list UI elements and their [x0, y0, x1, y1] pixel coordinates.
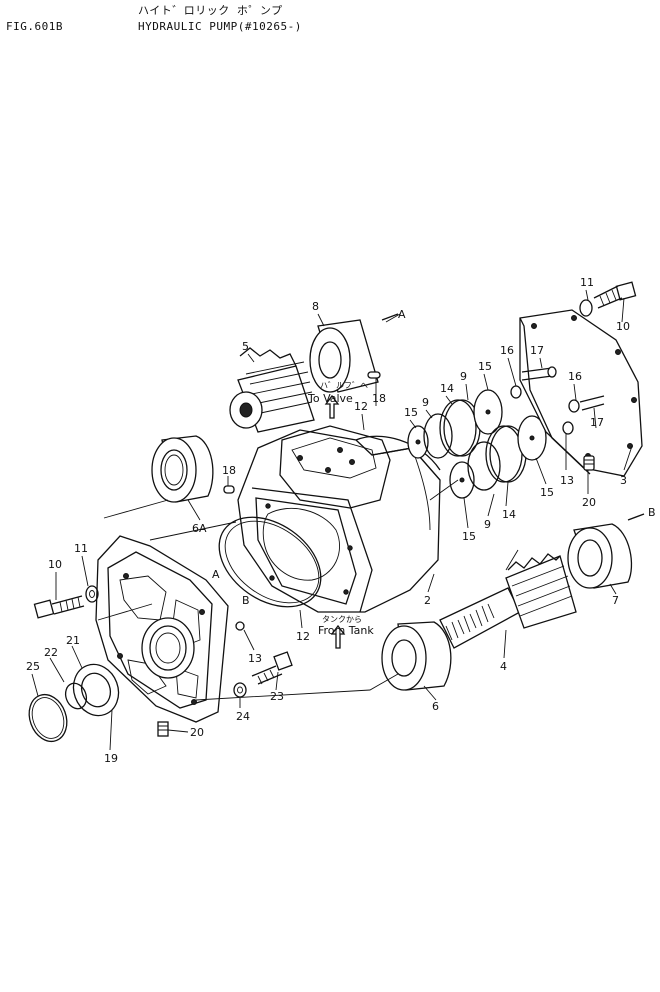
retaining-ring: [28, 693, 68, 743]
callout-6: 6: [432, 700, 439, 713]
from-tank-ja: タンクから: [322, 615, 362, 624]
callout-7: 7: [612, 594, 619, 607]
callout-10-right: 10: [616, 320, 630, 333]
callout-3: 3: [620, 474, 627, 487]
pin-18-left: [223, 485, 235, 494]
callout-6a: 6A: [192, 522, 207, 535]
view-arrow-a: A: [398, 308, 406, 321]
plug-right: [583, 455, 595, 471]
dowel-pin: [235, 621, 245, 631]
callout-11-left: 11: [74, 542, 88, 555]
from-tank-label: From Tank: [318, 624, 374, 637]
assembly-lines: [97, 313, 519, 701]
callout-15-bottom: 15: [462, 530, 476, 543]
callout-20-left: 20: [190, 726, 204, 739]
callout-13-right: 13: [560, 474, 574, 487]
callout-21: 21: [66, 634, 80, 647]
bearing-8: [309, 319, 379, 393]
o-ring-front: [218, 516, 322, 608]
callout-15-left: 15: [404, 406, 418, 419]
title-japanese: ハイト゛ロリック ホ゜ンプ: [138, 4, 283, 17]
callout-14-lower: 14: [502, 508, 516, 521]
callout-2: 2: [424, 594, 431, 607]
callout-15-upper: 15: [478, 360, 492, 373]
callout-layer: 11 10 8 5 16 17 15 14 9 12 18 16 17 15 9…: [26, 276, 630, 765]
callout-17-upper: 17: [530, 344, 544, 357]
callout-9-lower: 9: [484, 518, 491, 531]
callout-5: 5: [242, 340, 249, 353]
snap-ring: [64, 682, 88, 710]
callout-18-upper: 18: [372, 392, 386, 405]
callout-12-upper: 12: [354, 400, 368, 413]
bolt-left: [33, 585, 99, 619]
callout-23: 23: [270, 690, 284, 703]
front-cover: [95, 535, 229, 723]
callout-8: 8: [312, 300, 319, 313]
callout-24: 24: [236, 710, 250, 723]
callout-16-upper: 16: [500, 344, 514, 357]
callout-4: 4: [500, 660, 507, 673]
bolt-23: [233, 651, 293, 698]
to-valve-ja: ハ゛ルフ゛へ: [320, 381, 368, 390]
callout-9-upper: 9: [460, 370, 467, 383]
seal-stack-lower: [449, 415, 547, 499]
leader-lines: [31, 289, 633, 751]
callout-20-right: 20: [582, 496, 596, 509]
bolt-right: [579, 281, 637, 317]
callout-12-lower: 12: [296, 630, 310, 643]
bearing-7: [567, 523, 633, 589]
callout-16-lower: 16: [568, 370, 582, 383]
callout-15-lower: 15: [540, 486, 554, 499]
section-mark-a: A: [212, 568, 220, 581]
callout-22: 22: [44, 646, 58, 659]
view-arrow-b: B: [648, 506, 656, 519]
to-valve-label: To Valve: [307, 392, 353, 405]
plug-bottom: [157, 721, 169, 737]
callout-13-left: 13: [248, 652, 262, 665]
callout-19: 19: [104, 752, 118, 765]
callout-10-left: 10: [48, 558, 62, 571]
o-ring-back: [355, 435, 441, 471]
seal-stack-upper: [407, 389, 503, 459]
drive-gear-shaft: [439, 553, 577, 649]
title-english: HYDRAULIC PUMP(#10265-): [138, 20, 302, 33]
figure-number: FIG.601B: [6, 20, 63, 33]
callout-25: 25: [26, 660, 40, 673]
callout-14-upper: 14: [440, 382, 454, 395]
driven-gear: [229, 347, 315, 433]
pins-16-17: [510, 366, 605, 471]
bearing-6a: [151, 435, 214, 503]
bearing-6: [381, 621, 452, 691]
callout-9-left: 9: [422, 396, 429, 409]
callout-17-lower: 17: [590, 416, 604, 429]
section-mark-b: B: [242, 594, 250, 607]
callout-18-left: 18: [222, 464, 236, 477]
flow-arrows: [324, 313, 645, 649]
pin-18-top: [367, 371, 381, 379]
callout-11-right: 11: [580, 276, 594, 289]
